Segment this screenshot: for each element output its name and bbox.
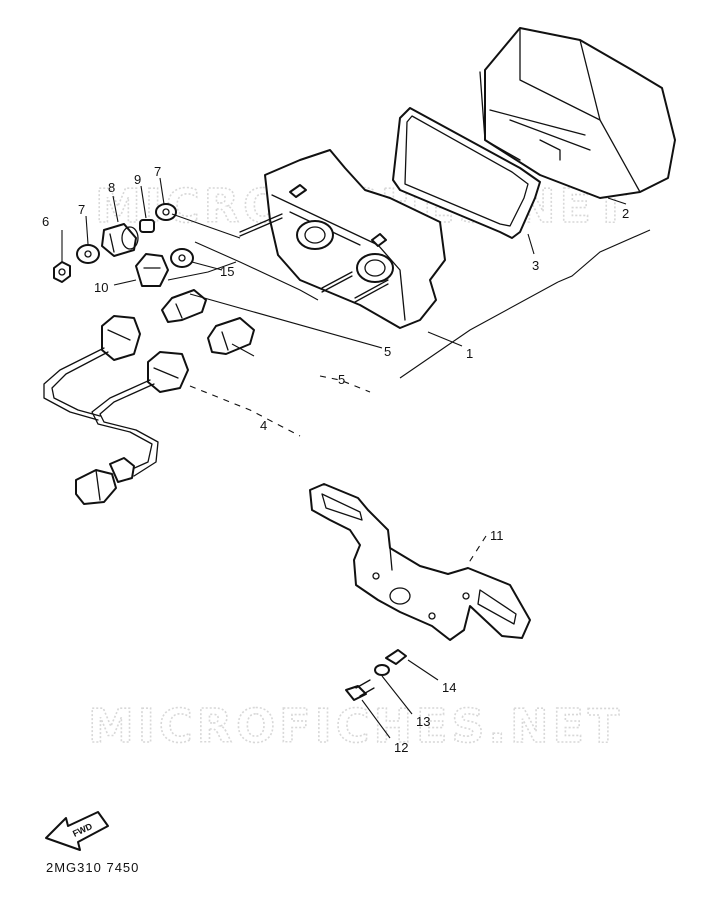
callout-6: 6 <box>42 214 49 229</box>
callout-12: 12 <box>394 740 408 755</box>
leader-lines <box>61 177 651 739</box>
callout-1: 1 <box>466 346 473 361</box>
nut-part-6 <box>53 261 71 283</box>
washer-part-15 <box>170 248 194 268</box>
gasket-part-3 <box>392 107 541 239</box>
bolt-part-12 <box>345 679 375 701</box>
collar-part-9 <box>139 219 155 233</box>
grommet-part-8 <box>101 223 139 257</box>
callout-7-right: 7 <box>154 164 161 179</box>
bulb-part-5-upper <box>161 289 207 323</box>
callout-8: 8 <box>108 180 115 195</box>
damper-part-10 <box>135 253 169 287</box>
callout-9: 9 <box>134 172 141 187</box>
callout-4: 4 <box>260 418 267 433</box>
lens-part-2 <box>479 27 676 199</box>
callout-3: 3 <box>532 258 539 273</box>
spring-washer-part-13 <box>374 664 390 676</box>
watermark-bottom: MICROFICHES.NET <box>88 699 623 753</box>
callout-10: 10 <box>94 280 108 295</box>
fwd-arrow: FWD <box>45 811 109 851</box>
callout-11: 11 <box>490 528 504 543</box>
bracket-part-11 <box>309 483 531 641</box>
washer-part-7-right <box>155 203 177 221</box>
washer-part-14 <box>385 649 407 665</box>
diagram-code: 2MG310 7450 <box>46 860 139 875</box>
washer-part-7-left <box>76 244 100 264</box>
harness-part-4 <box>43 315 189 505</box>
callout-13: 13 <box>416 714 430 729</box>
callout-14: 14 <box>442 680 456 695</box>
housing-part-1 <box>239 149 446 329</box>
callout-2: 2 <box>622 206 629 221</box>
callout-5-lower: 5 <box>338 372 345 387</box>
callout-5-upper: 5 <box>384 344 391 359</box>
callout-15: 15 <box>220 264 234 279</box>
callout-7-left: 7 <box>78 202 85 217</box>
bulb-part-5-lower <box>207 317 255 355</box>
